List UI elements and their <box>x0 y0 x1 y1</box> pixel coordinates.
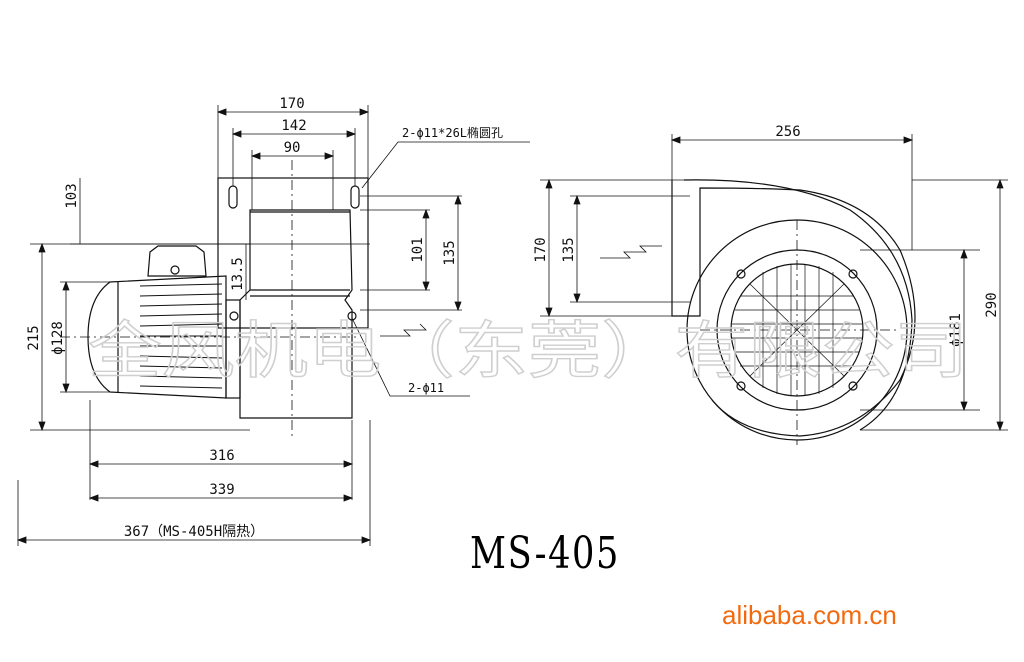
mount-hole <box>229 311 239 321</box>
dim-215: 215 <box>26 325 42 350</box>
dim-142: 142 <box>281 118 306 134</box>
side-view-dimensions <box>16 105 530 546</box>
housing-body <box>239 209 353 419</box>
mounting-plate <box>217 177 369 329</box>
dim-316: 316 <box>209 448 234 464</box>
slot-hole-left <box>228 185 238 209</box>
terminal-box <box>147 245 207 277</box>
dim-103: 103 <box>64 183 80 208</box>
dim-256: 256 <box>775 124 800 140</box>
dim-13-5: 13.5 <box>230 257 246 291</box>
side-view <box>60 160 369 440</box>
dim-339: 339 <box>209 482 234 498</box>
dim-101: 101 <box>410 237 426 262</box>
motor-fins <box>139 283 223 389</box>
dim-phi128: ϕ128 <box>50 321 66 355</box>
dim-90: 90 <box>284 140 301 156</box>
slot-holes-note: 2-ϕ11*26L椭圆孔 <box>402 125 503 140</box>
outlet-duct <box>671 180 916 437</box>
bolt-hole <box>848 381 858 391</box>
dim-170-right: 170 <box>533 237 549 262</box>
company-watermark: 全风机电（东莞）有限公司 <box>88 314 968 387</box>
flow-arrow-icon <box>380 323 427 337</box>
dim-170-top: 170 <box>279 96 304 112</box>
bolt-hole <box>848 269 858 279</box>
brand-watermark: alibaba.com.cn <box>722 600 897 630</box>
dim-phi181: ϕ181 <box>948 313 964 347</box>
bolt-hole <box>736 381 746 391</box>
front-view-dimensions <box>540 134 1008 432</box>
slot-hole-right <box>350 185 360 209</box>
dim-290: 290 <box>984 292 1000 317</box>
motor-flange <box>225 299 241 399</box>
mount-holes-note: 2-ϕ11 <box>408 381 444 395</box>
dim-135-right: 135 <box>561 237 577 262</box>
bolt-hole <box>736 269 746 279</box>
front-view <box>671 179 916 445</box>
flow-arrow-icon <box>600 245 662 259</box>
model-title: MS-405 <box>470 528 620 579</box>
dim-135-left: 135 <box>442 240 458 265</box>
dim-367-note: 367（MS-405H隔热） <box>124 524 264 540</box>
mount-hole <box>347 311 357 321</box>
